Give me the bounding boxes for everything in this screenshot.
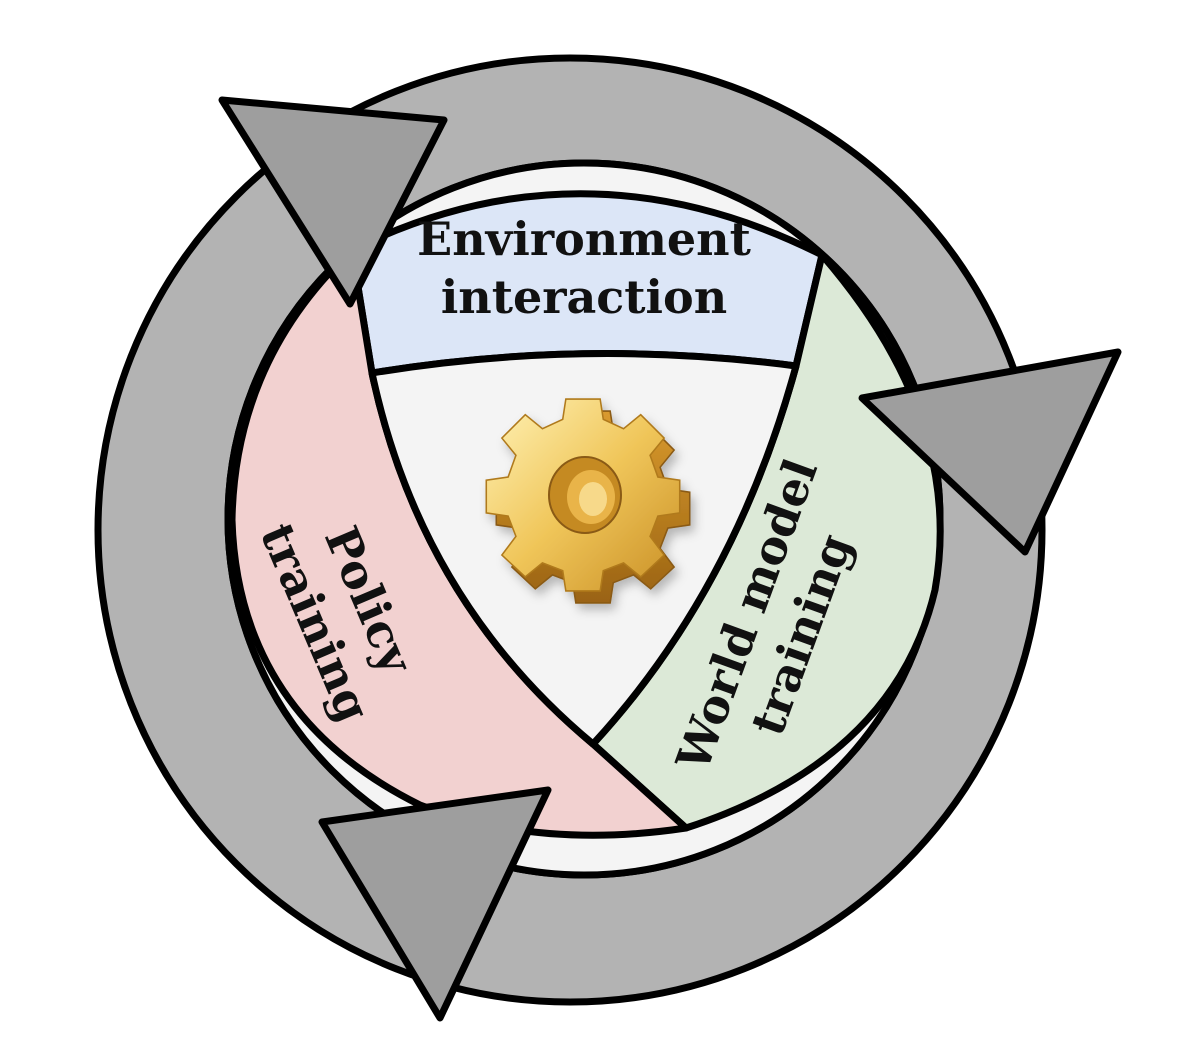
environment-line-2: interaction	[441, 270, 727, 324]
gear-icon	[485, 398, 691, 604]
arrowhead-bottom	[318, 786, 552, 1022]
arrowhead-right	[858, 348, 1122, 556]
arrowhead-top-left	[218, 96, 448, 308]
environment-line-1: Environment	[417, 212, 751, 266]
